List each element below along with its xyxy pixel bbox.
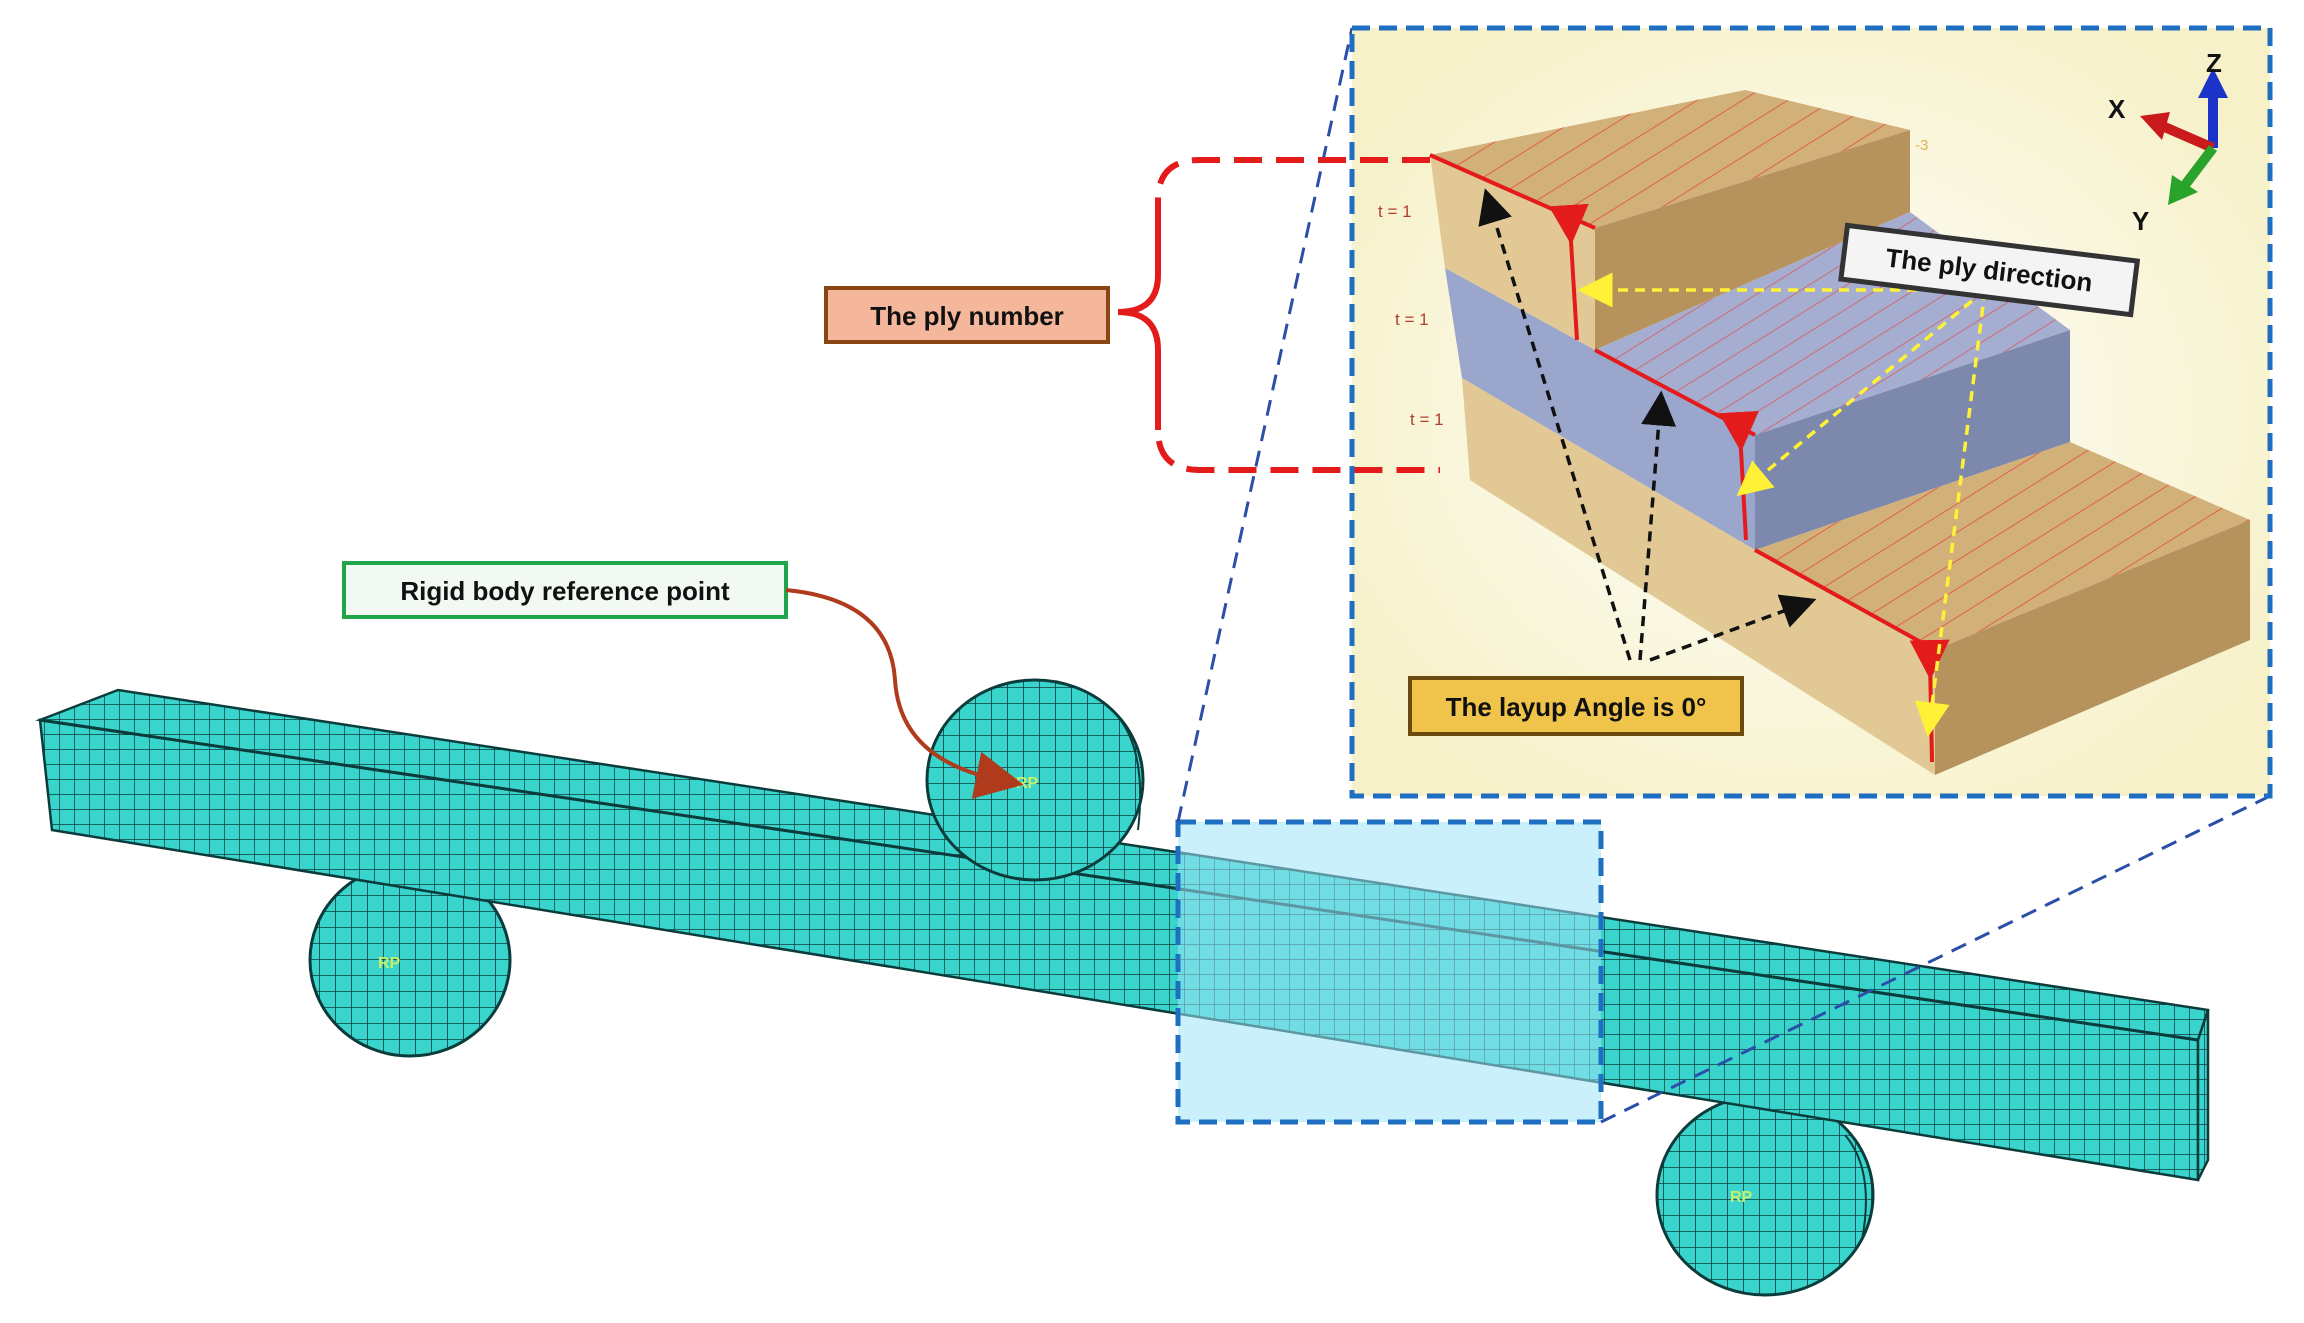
thickness-label-3: t = 1 (1410, 410, 1444, 429)
curved-arrow-icon (785, 588, 1024, 799)
axis-x-label: X (2108, 94, 2126, 124)
composite-beam (35, 688, 2210, 1182)
xyz-triad-icon: Z X Y (2108, 48, 2228, 236)
rp-marker-right: RP (1730, 1189, 1753, 1206)
ply-direction-callout: The ply direction (1838, 222, 2141, 318)
layup-angle-callout: The layup Angle is 0° (1408, 676, 1744, 736)
axis-z-label: Z (2206, 48, 2222, 78)
rp-marker-top: RP (1016, 775, 1039, 792)
rp-marker-left: RP (378, 955, 401, 972)
axis-y-label: Y (2132, 206, 2149, 236)
layup-angle-arrows (1478, 188, 1817, 662)
thickness-label-2: t = 1 (1395, 310, 1429, 329)
edge-mark-label: -3 (1915, 137, 1928, 154)
ply-layup-inset: t = 1 t = 1 t = 1 -3 Z X Y (1349, 25, 2273, 799)
layup-angle-text: The layup Angle is 0° (1446, 692, 1707, 722)
right-support-roller: RP (1655, 1093, 1875, 1297)
ply-number-bracket (1117, 157, 1440, 473)
ply-number-text: The ply number (870, 301, 1064, 331)
thickness-label-1: t = 1 (1378, 202, 1412, 221)
zoom-highlight-region (1175, 819, 1604, 1125)
ply-direction-arrows (1577, 272, 1987, 738)
rigid-body-text: Rigid body reference point (400, 576, 730, 606)
ply-number-callout: The ply number (824, 286, 1110, 344)
rigid-body-callout: Rigid body reference point (342, 561, 788, 619)
loading-roller: RP (925, 678, 1145, 882)
